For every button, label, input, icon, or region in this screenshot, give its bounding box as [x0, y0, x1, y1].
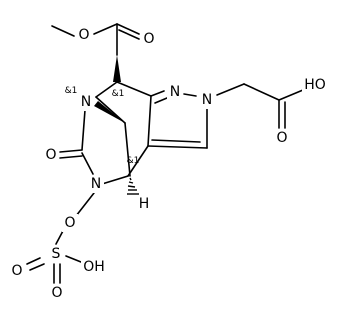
bond-amide-bridgehead [101, 175, 129, 185]
atom-s-sulfate: S [52, 246, 61, 262]
bond-ch2-acid-c [243, 83, 280, 101]
atom-o-sulfate-double-2: O [51, 285, 62, 301]
bond-methyl-o [51, 25, 75, 37]
wedge-bond-ester [113, 55, 121, 82]
atom-o-lactam: O [45, 147, 56, 163]
atom-labels: O O N N N O N O S O O OH HO O H [9, 27, 328, 302]
atom-h-bridgehead: H [139, 196, 150, 212]
bond-n2-ch2 [216, 83, 245, 96]
stereo-label-c-ester: &1 [112, 89, 125, 99]
atom-o-sulfate-double-1: O [11, 263, 22, 279]
stereo-labels: &1 &1 &1 [65, 86, 140, 166]
bond-pyr-c-n1-b [154, 97, 168, 104]
bond-pyr-c-n1-a [150, 90, 165, 97]
atom-o-acid-double: O [276, 130, 287, 146]
bond-s-oh [65, 255, 82, 263]
bond-carbonyl-double-b [118, 29, 140, 40]
atom-oh-sulfate: OH [83, 259, 105, 275]
stereo-label-c-bridgehead: &1 [127, 156, 140, 166]
bond-lactam-n-amide [81, 152, 94, 175]
bond-stereo-c-pyrazole [116, 81, 152, 97]
atom-n-pyrazole-1: N [170, 84, 180, 100]
atom-n-amide: N [91, 176, 101, 192]
bond-s-o-left-a [26, 257, 41, 265]
wedge-bond-bridge [94, 101, 125, 123]
bond-acid-oh [278, 89, 304, 101]
bond-stereo-c-n [95, 81, 118, 98]
atom-oh-acid: HO [304, 77, 326, 93]
atom-n-pyrazole-2: N [202, 92, 212, 108]
bond-fused-bridgehead [127, 145, 149, 177]
hash-bond-bridgehead-h [127, 177, 139, 195]
atom-o-n-oxy: O [64, 215, 75, 231]
stereo-bonds [94, 55, 139, 195]
bond-lactam-double-a [59, 149, 83, 153]
bond-pyr-ch-c [147, 145, 208, 149]
bond-lactam-double-b [59, 155, 83, 159]
stereo-label-n-bridge: &1 [65, 86, 78, 96]
bond-amide-n-o [75, 192, 95, 217]
bond-carbonyl-double-a [116, 23, 140, 35]
bond-pyr-n1-n2 [183, 93, 197, 97]
atom-o-ester-double: O [143, 31, 154, 47]
bonds [26, 23, 304, 284]
bond-pyr-c-c [147, 95, 152, 147]
bond-s-o-left-b [29, 263, 45, 271]
bond-n-lactam-c [81, 109, 86, 151]
bond-bridge-1 [95, 96, 126, 124]
atom-o-ester-single: O [78, 27, 89, 43]
bond-bridge-2 [124, 122, 131, 177]
bond-pyr-ch-c-inner [151, 139, 201, 143]
bond-o-carbonyl [93, 23, 118, 35]
atom-n-bridge: N [81, 94, 91, 110]
